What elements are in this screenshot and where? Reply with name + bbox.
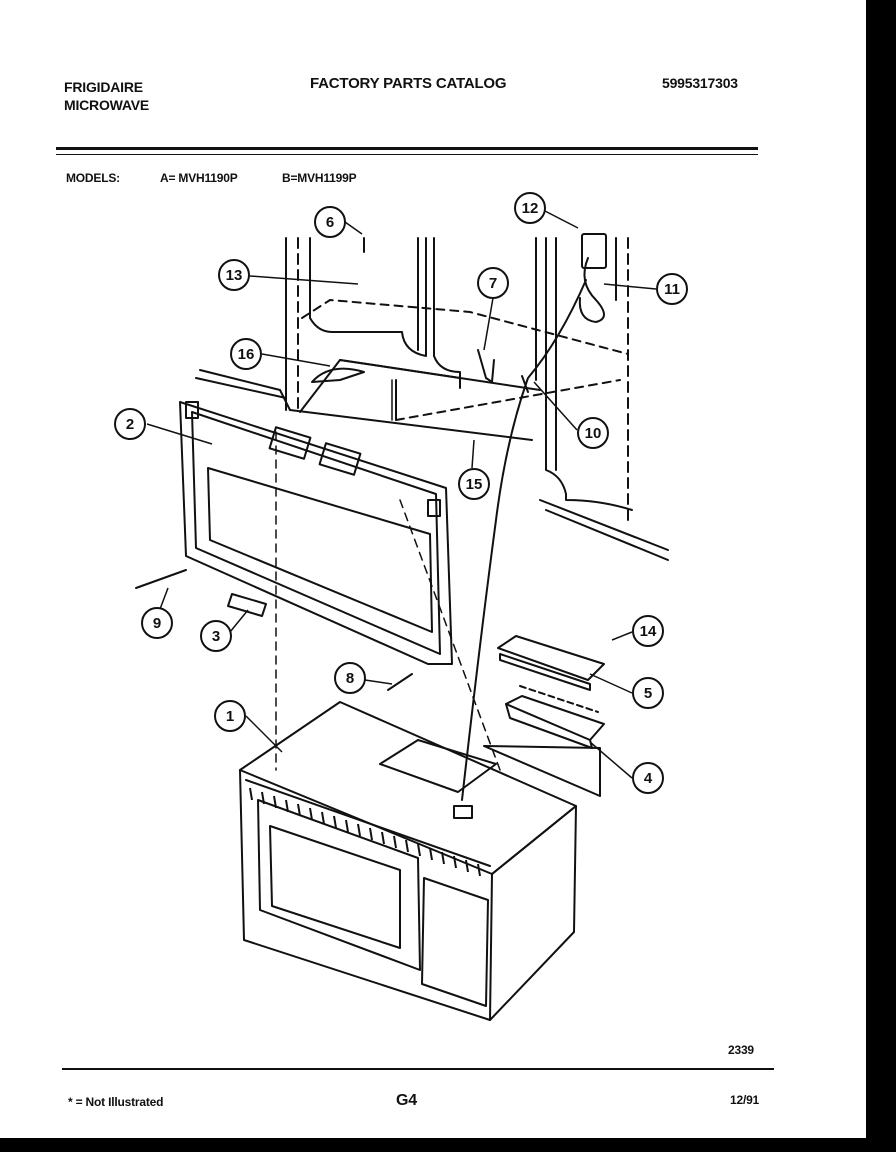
callout-4: 4 xyxy=(632,762,664,794)
part-5-filter xyxy=(497,635,605,691)
power-cord-outlet xyxy=(461,233,607,801)
brand-block: FRIGIDAIRE MICROWAVE xyxy=(64,78,149,114)
svg-text:9: 9 xyxy=(153,615,161,632)
callout-2: 2 xyxy=(114,408,146,440)
header-rule-thick xyxy=(56,147,758,150)
callout-16: 16 xyxy=(230,338,262,370)
part-7-bracket xyxy=(477,349,495,383)
brand-name: FRIGIDAIRE xyxy=(64,79,143,95)
callout-5: 5 xyxy=(632,677,664,709)
callout-15: 15 xyxy=(458,468,490,500)
callout-6: 6 xyxy=(314,206,346,238)
part-4-holder xyxy=(483,685,605,797)
model-a: A= MVH1190P xyxy=(160,171,238,185)
svg-text:10: 10 xyxy=(585,425,602,442)
part-number: 5995317303 xyxy=(662,75,738,91)
svg-text:12: 12 xyxy=(522,200,539,217)
part-3-label xyxy=(227,593,267,617)
svg-text:15: 15 xyxy=(466,476,483,493)
catalog-title: FACTORY PARTS CATALOG xyxy=(310,75,507,92)
part-8-screw xyxy=(387,673,413,691)
callout-13: 13 xyxy=(218,259,250,291)
model-b: B=MVH1199P xyxy=(282,171,357,185)
product-name: MICROWAVE xyxy=(64,97,150,113)
svg-text:14: 14 xyxy=(640,623,657,640)
svg-text:3: 3 xyxy=(212,628,220,645)
callout-14: 14 xyxy=(632,615,664,647)
svg-text:5: 5 xyxy=(644,685,652,702)
svg-text:1: 1 xyxy=(226,708,234,725)
svg-text:2: 2 xyxy=(126,416,134,433)
catalog-page: FRIGIDAIRE MICROWAVE FACTORY PARTS CATAL… xyxy=(0,0,866,1138)
svg-text:8: 8 xyxy=(346,670,354,687)
callout-10: 10 xyxy=(577,417,609,449)
callout-1: 1 xyxy=(214,700,246,732)
callout-9: 9 xyxy=(141,607,173,639)
oven-vent-slots xyxy=(249,787,481,877)
footer-rule xyxy=(62,1068,774,1070)
callout-8: 8 xyxy=(334,662,366,694)
callout-3: 3 xyxy=(200,620,232,652)
catalog-date: 12/91 xyxy=(730,1093,760,1107)
header-rule-thin xyxy=(56,154,758,155)
figure-number: 2339 xyxy=(728,1043,754,1057)
svg-text:13: 13 xyxy=(226,267,243,284)
callout-7: 7 xyxy=(477,267,509,299)
svg-text:11: 11 xyxy=(664,281,680,298)
callout-12: 12 xyxy=(514,192,546,224)
part-9-screw xyxy=(135,569,187,589)
page-code: G4 xyxy=(396,1092,417,1109)
svg-text:4: 4 xyxy=(644,770,653,787)
svg-text:16: 16 xyxy=(238,346,255,363)
not-illustrated-note: * = Not Illustrated xyxy=(68,1095,164,1109)
part-16-hook xyxy=(311,367,365,383)
svg-text:7: 7 xyxy=(489,275,497,292)
part-1-microwave-oven xyxy=(239,701,577,1021)
wall-cabinets xyxy=(195,237,669,561)
exploded-parts-diagram: 1 2 3 4 5 6 7 8 9 10 11 12 13 14 15 16 xyxy=(114,192,688,1021)
callout-11: 11 xyxy=(656,273,688,305)
part-2-mounting-plate xyxy=(179,401,453,665)
leader-lines xyxy=(146,209,657,779)
svg-text:6: 6 xyxy=(326,214,334,231)
models-label: MODELS: xyxy=(66,171,120,185)
